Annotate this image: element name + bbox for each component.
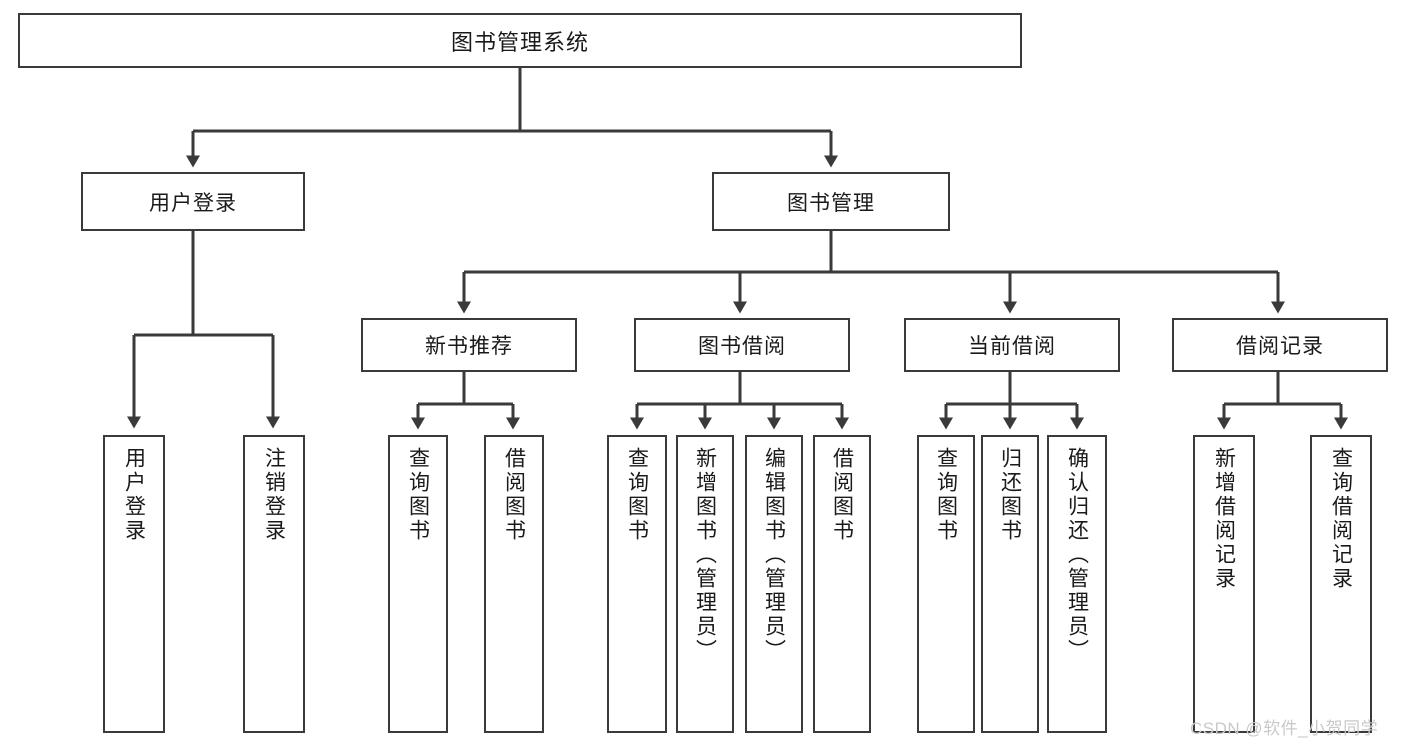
node-root[interactable]: 图书管理系统 [18,13,1022,68]
leaf-return-book-label: 归还图书 [998,447,1022,543]
node-current-borrow[interactable]: 当前借阅 [904,318,1120,372]
leaf-return-book[interactable]: 归还图书 [981,435,1039,733]
node-current-borrow-label: 当前借阅 [968,335,1056,358]
leaf-query-book-1[interactable]: 查询图书 [388,435,448,733]
leaf-query-record[interactable]: 查询借阅记录 [1310,435,1372,733]
node-new-book-recommend[interactable]: 新书推荐 [361,318,577,372]
node-book-borrow-label: 图书借阅 [698,335,786,358]
node-root-label: 图书管理系统 [450,29,589,55]
leaf-add-book[interactable]: 新增图书（管理员） [676,435,734,733]
leaf-user-login[interactable]: 用户登录 [103,435,165,733]
node-book-manage[interactable]: 图书管理 [712,172,950,231]
leaf-add-record[interactable]: 新增借阅记录 [1193,435,1255,733]
node-new-book-recommend-label: 新书推荐 [425,335,513,358]
leaf-logout[interactable]: 注销登录 [243,435,305,733]
leaf-borrow-book-2[interactable]: 借阅图书 [813,435,871,733]
leaf-query-book-2-label: 查询图书 [625,447,649,543]
leaf-query-book-3-label: 查询图书 [934,447,958,543]
node-user-login[interactable]: 用户登录 [81,172,305,231]
leaf-query-record-label: 查询借阅记录 [1329,447,1353,591]
node-user-login-label: 用户登录 [149,191,237,215]
node-borrow-record-label: 借阅记录 [1236,335,1324,358]
leaf-borrow-book-1[interactable]: 借阅图书 [484,435,544,733]
leaf-edit-book[interactable]: 编辑图书（管理员） [745,435,803,733]
node-borrow-record[interactable]: 借阅记录 [1172,318,1388,372]
leaf-confirm-return[interactable]: 确认归还（管理员） [1047,435,1107,733]
csdn-watermark: CSDN @软件_小贺同学 [1190,719,1379,738]
leaf-add-book-label: 新增图书（管理员） [693,447,717,663]
node-book-manage-label: 图书管理 [787,191,875,215]
leaf-query-book-1-label: 查询图书 [406,447,430,543]
leaf-confirm-return-label: 确认归还（管理员） [1065,447,1089,663]
leaf-logout-label: 注销登录 [262,447,286,543]
leaf-edit-book-label: 编辑图书（管理员） [762,447,786,663]
leaf-add-record-label: 新增借阅记录 [1212,447,1236,591]
node-book-borrow[interactable]: 图书借阅 [634,318,850,372]
leaf-user-login-label: 用户登录 [122,447,146,543]
leaf-borrow-book-1-label: 借阅图书 [502,447,526,543]
leaf-query-book-2[interactable]: 查询图书 [607,435,667,733]
leaf-query-book-3[interactable]: 查询图书 [917,435,975,733]
leaf-borrow-book-2-label: 借阅图书 [830,447,854,543]
